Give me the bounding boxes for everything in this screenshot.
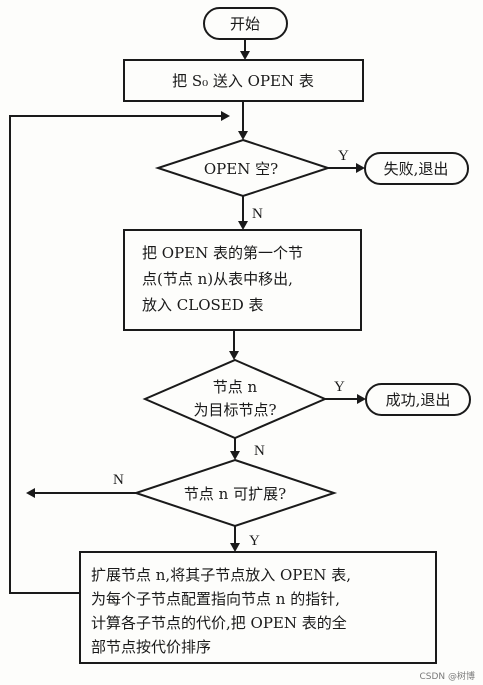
fail-label: 失败,退出	[384, 160, 449, 178]
check-empty-label: OPEN 空?	[204, 160, 278, 178]
edge-label-expandable-no: N	[113, 472, 124, 488]
start-label: 开始	[230, 15, 260, 33]
arrow-goal-success	[357, 394, 366, 404]
expand-box	[79, 551, 437, 664]
init-process-label: 把 S₀ 送入 OPEN 表	[172, 72, 314, 90]
take-node-box	[123, 229, 362, 331]
expandable-label: 节点 n 可扩展?	[184, 485, 286, 503]
arrow-init-check-empty	[238, 131, 248, 140]
loop-back-edge	[9, 115, 222, 594]
edge-label-empty-no: N	[252, 206, 263, 222]
edge-label-empty-yes: Y	[338, 148, 349, 164]
arrow-take-goal	[229, 351, 239, 360]
expand-line-3: 计算各子节点的代价,把 OPEN 表的全	[91, 614, 347, 632]
arrow-expandable-expand	[230, 543, 240, 552]
edge-label-goal-no: N	[254, 443, 265, 459]
is-goal-line-2: 为目标节点?	[193, 401, 276, 419]
arrow-expandable-no	[26, 488, 35, 498]
watermark-text: CSDN @树博	[419, 670, 475, 682]
expand-line-2: 为每个子节点配置指向节点 n 的指针,	[91, 590, 340, 608]
arrow-start-init	[240, 51, 250, 60]
arrow-goal-expandable	[230, 451, 240, 460]
is-goal-line-1: 节点 n	[213, 378, 258, 396]
expand-line-4: 部节点按代价排序	[91, 638, 211, 656]
edge-label-expandable-yes: Y	[249, 533, 260, 549]
loop-back-arrow	[221, 111, 230, 121]
success-terminal	[365, 383, 471, 416]
is-goal-decision	[142, 358, 328, 440]
take-node-line-1: 把 OPEN 表的第一个节	[142, 244, 303, 262]
take-node-line-3: 放入 CLOSED 表	[142, 296, 264, 314]
arrow-empty-take	[238, 221, 248, 230]
arrow-empty-fail	[356, 163, 365, 173]
success-label: 成功,退出	[386, 391, 451, 409]
expand-line-1: 扩展节点 n,将其子节点放入 OPEN 表,	[91, 566, 351, 584]
edge-label-goal-yes: Y	[334, 379, 345, 395]
fail-terminal	[364, 152, 469, 185]
take-node-line-2: 点(节点 n)从表中移出,	[142, 270, 293, 288]
